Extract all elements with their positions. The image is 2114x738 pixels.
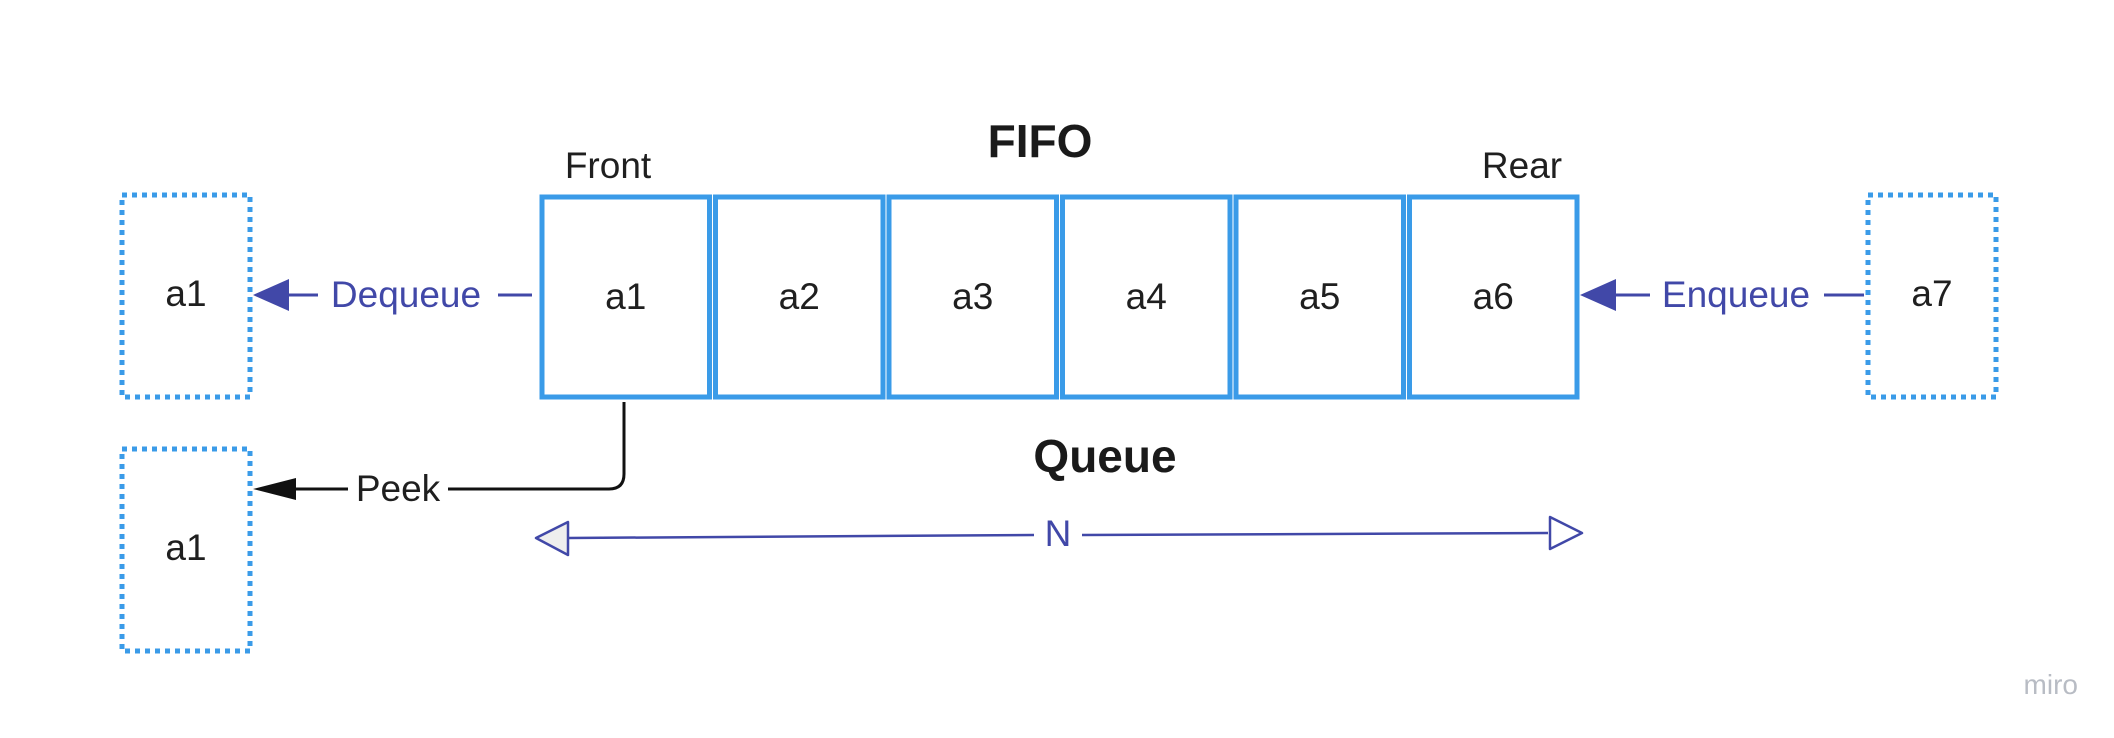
queue-cell-box (886, 194, 1059, 400)
queue-cell: a5 (1233, 194, 1406, 400)
peek-output-value: a1 (165, 527, 206, 568)
queue-cell-value: a5 (1299, 276, 1340, 317)
queue-cell: a2 (713, 194, 886, 400)
enqueue-arrow: Enqueue (1580, 274, 1864, 315)
queue-label: Queue (1033, 430, 1176, 482)
peek-output-box: a1 (119, 446, 253, 654)
dequeue-arrow: Dequeue (253, 274, 532, 315)
queue-cell-box (539, 194, 712, 400)
dequeue-output-value: a1 (165, 273, 206, 314)
dequeue-output-box: a1 (119, 192, 253, 400)
queue-cell-box (1407, 194, 1580, 400)
miro-watermark: miro (2024, 669, 2078, 700)
queue-cell-value: a2 (779, 276, 820, 317)
queue-cell: a3 (886, 194, 1059, 400)
enqueue-label: Enqueue (1662, 274, 1810, 315)
peek-arrowhead-icon (253, 478, 296, 500)
queue-cell-box (713, 194, 886, 400)
length-indicator: N (534, 513, 1584, 557)
dequeue-label: Dequeue (331, 274, 481, 315)
rear-label: Rear (1482, 145, 1562, 186)
queue-cell-value: a1 (605, 276, 646, 317)
right-arrowhead-icon (1548, 515, 1584, 551)
queue-cells: a1 a2 a3 a4 a5 a6 (539, 194, 1580, 400)
dequeue-arrowhead-icon (253, 279, 289, 311)
diagram-title: FIFO (988, 115, 1093, 167)
queue-cell-value: a3 (952, 276, 993, 317)
queue-cell-value: a6 (1473, 276, 1514, 317)
front-label: Front (565, 145, 652, 186)
enqueue-input-value: a7 (1911, 273, 1952, 314)
enqueue-input-box: a7 (1865, 192, 1999, 400)
queue-cell: a4 (1060, 194, 1233, 400)
peek-label: Peek (356, 468, 441, 509)
enqueue-arrowhead-icon (1580, 279, 1616, 311)
queue-cell: a1 (539, 194, 712, 400)
length-label: N (1045, 513, 1072, 554)
queue-cell-box (1233, 194, 1406, 400)
peek-arrow: Peek (253, 402, 626, 509)
queue-cell: a6 (1407, 194, 1580, 400)
queue-cell-value: a4 (1126, 276, 1167, 317)
left-arrowhead-icon (534, 520, 570, 557)
queue-cell-box (1060, 194, 1233, 400)
